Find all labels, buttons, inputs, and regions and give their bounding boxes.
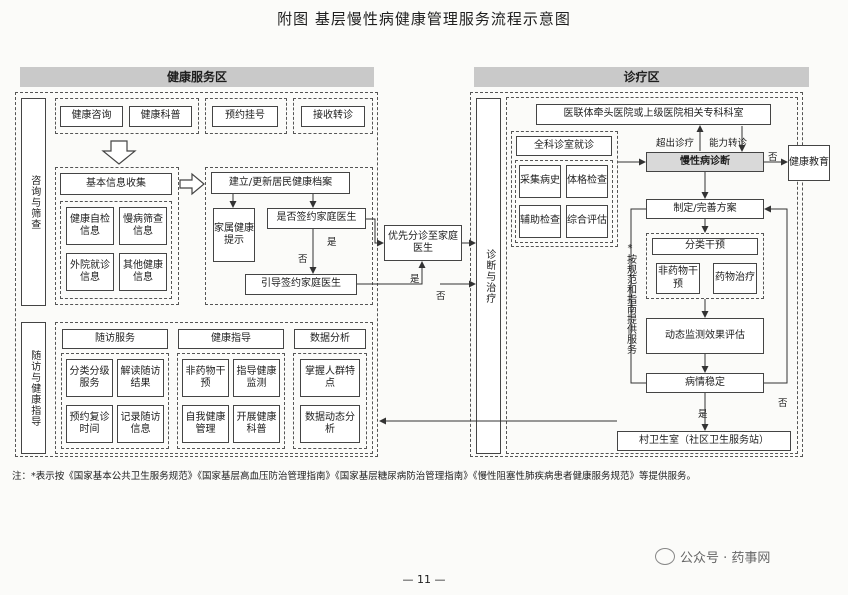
stable-box: 病情稳定 — [646, 373, 764, 393]
book-revisit-box: 预约复诊时间 — [66, 405, 113, 443]
health-zone-header: 健康服务区 — [20, 67, 374, 87]
follow-service-inner — [61, 353, 169, 449]
out-scope-label: 超出诊疗 — [656, 138, 695, 149]
page-title: 附图 基层慢性病健康管理服务流程示意图 — [277, 10, 571, 28]
history-box: 采集病史 — [519, 165, 561, 198]
watermark: 公众号 · 药事网 — [655, 547, 770, 566]
watermark-text: 公众号 · 药事网 — [680, 551, 771, 566]
self-manage-box: 自我健康管理 — [182, 405, 229, 443]
gp-group — [511, 131, 618, 247]
data-analysis-inner — [293, 353, 367, 449]
hospital-box: 医联体牵头医院或上级医院相关专科科室 — [536, 104, 771, 125]
basic-info-title: 基本信息收集 — [60, 173, 172, 195]
record-info-box: 记录随访信息 — [117, 405, 164, 443]
health-science-box: 健康科普 — [129, 106, 192, 127]
village-clinic-box: 村卫生室（社区卫生服务站） — [617, 431, 791, 451]
guideline-note: *按规范和指南提供服务 — [624, 242, 636, 354]
side-follow-guide: 随访与健康指导 — [21, 322, 46, 454]
yes-label-guide: 是 — [410, 274, 420, 285]
diagnosis-box: 慢性病诊断 — [646, 152, 764, 172]
guide-sign-box: 引导签约家庭医生 — [245, 274, 357, 295]
outside-visit-info: 外院就诊信息 — [66, 253, 114, 291]
side-diagnose-treat: 诊断与治疗 — [476, 98, 501, 454]
follow-service-title: 随访服务 — [62, 329, 168, 349]
no-label-stable: 否 — [778, 398, 788, 409]
receive-referral-box: 接收转诊 — [301, 106, 365, 127]
signed-question-box: 是否签约家庭医生 — [267, 208, 366, 229]
wechat-icon — [655, 548, 675, 565]
yes-label-stable: 是 — [698, 409, 708, 420]
data-analysis-title: 数据分析 — [294, 329, 366, 349]
classify-service-box: 分类分级服务 — [66, 359, 113, 397]
referral-group — [293, 98, 373, 134]
health-education-box: 健康教育 — [788, 145, 830, 181]
plan-box: 制定/完善方案 — [646, 199, 764, 219]
screening-info: 慢病筛查信息 — [119, 207, 167, 245]
footnote: 注：*表示按《国家基本公共卫生服务规范》《国家基层高血压防治管理指南》《国家基层… — [12, 471, 697, 482]
health-guide-title: 健康指导 — [178, 329, 284, 349]
priority-triage-box: 优先分诊至家庭医生 — [384, 225, 462, 261]
clinic-inner-frame — [506, 97, 798, 454]
self-check-info: 健康自检信息 — [66, 207, 114, 245]
basic-info-group — [55, 167, 179, 305]
follow-group — [55, 322, 373, 454]
physical-exam-box: 体格检查 — [566, 165, 608, 198]
appointment-box: 预约挂号 — [212, 106, 278, 127]
classify-group — [646, 233, 764, 299]
monitor-guide-box: 指导健康监测 — [233, 359, 280, 397]
no-label-guide: 否 — [436, 291, 446, 302]
classify-title: 分类干预 — [652, 238, 758, 255]
drug-box: 药物治疗 — [713, 263, 757, 294]
appointment-group — [205, 98, 287, 134]
no-label-diagnosis: 否 — [768, 152, 778, 163]
archive-box: 建立/更新居民健康档案 — [211, 172, 350, 194]
family-tip-box: 家属健康提示 — [213, 208, 255, 262]
yes-label-signed: 是 — [327, 237, 337, 248]
aux-exam-box: 辅助检查 — [519, 205, 561, 238]
ability-refer-label: 能力转诊 — [709, 138, 748, 149]
non-drug-box: 非药物干预 — [656, 263, 700, 294]
page-number: — 11 — — [402, 573, 446, 586]
clinic-zone-header: 诊疗区 — [474, 67, 809, 87]
monitor-box: 动态监测效果评估 — [646, 318, 764, 354]
gp-title: 全科诊室就诊 — [516, 136, 612, 156]
side-consult-screen: 咨询与筛查 — [21, 98, 46, 306]
population-box: 掌握人群特点 — [300, 359, 360, 397]
clinic-zone-frame — [470, 92, 803, 457]
science-popular-box: 开展健康科普 — [233, 405, 280, 443]
interpret-result-box: 解读随访结果 — [117, 359, 164, 397]
assessment-box: 综合评估 — [566, 205, 608, 238]
gp-inner — [515, 160, 613, 243]
dynamic-analysis-box: 数据动态分析 — [300, 405, 360, 443]
other-health-info: 其他健康信息 — [119, 253, 167, 291]
no-label-signed: 否 — [298, 254, 308, 265]
health-consult-box: 健康咨询 — [60, 106, 123, 127]
basic-info-inner — [60, 201, 172, 299]
health-guide-inner — [177, 353, 285, 449]
non-drug-guide-box: 非药物干预 — [182, 359, 229, 397]
consult-group — [55, 98, 199, 134]
